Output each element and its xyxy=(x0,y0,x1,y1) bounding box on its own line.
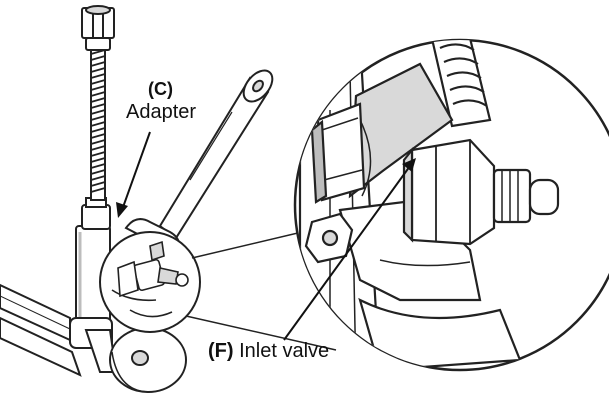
inlet-valve-arrowhead xyxy=(402,158,416,172)
detail-circle-small xyxy=(99,231,201,333)
callout-arrows xyxy=(116,131,416,341)
adapter-label-name: Adapter xyxy=(126,101,197,123)
adapter xyxy=(81,197,111,230)
threaded-supply-tube xyxy=(90,47,106,201)
valve-handle-knob xyxy=(109,327,187,393)
supply-pipe xyxy=(0,283,82,377)
inlet-valve-label: (F) Inlet valve xyxy=(208,341,329,361)
inlet-valve-label-code: (F) xyxy=(208,340,234,362)
adapter-label-code: (C) xyxy=(148,79,173,99)
adapter-arrowhead xyxy=(116,202,128,218)
shutoff-valve-body xyxy=(69,225,118,373)
adapter-arrow xyxy=(121,131,151,211)
magnified-detail-view xyxy=(293,38,609,372)
top-nut xyxy=(81,5,115,51)
inlet-valve-label-name: Inlet valve xyxy=(239,340,330,362)
inlet-valve-arrow xyxy=(283,165,411,341)
magnifier-connector-lines xyxy=(185,231,337,351)
